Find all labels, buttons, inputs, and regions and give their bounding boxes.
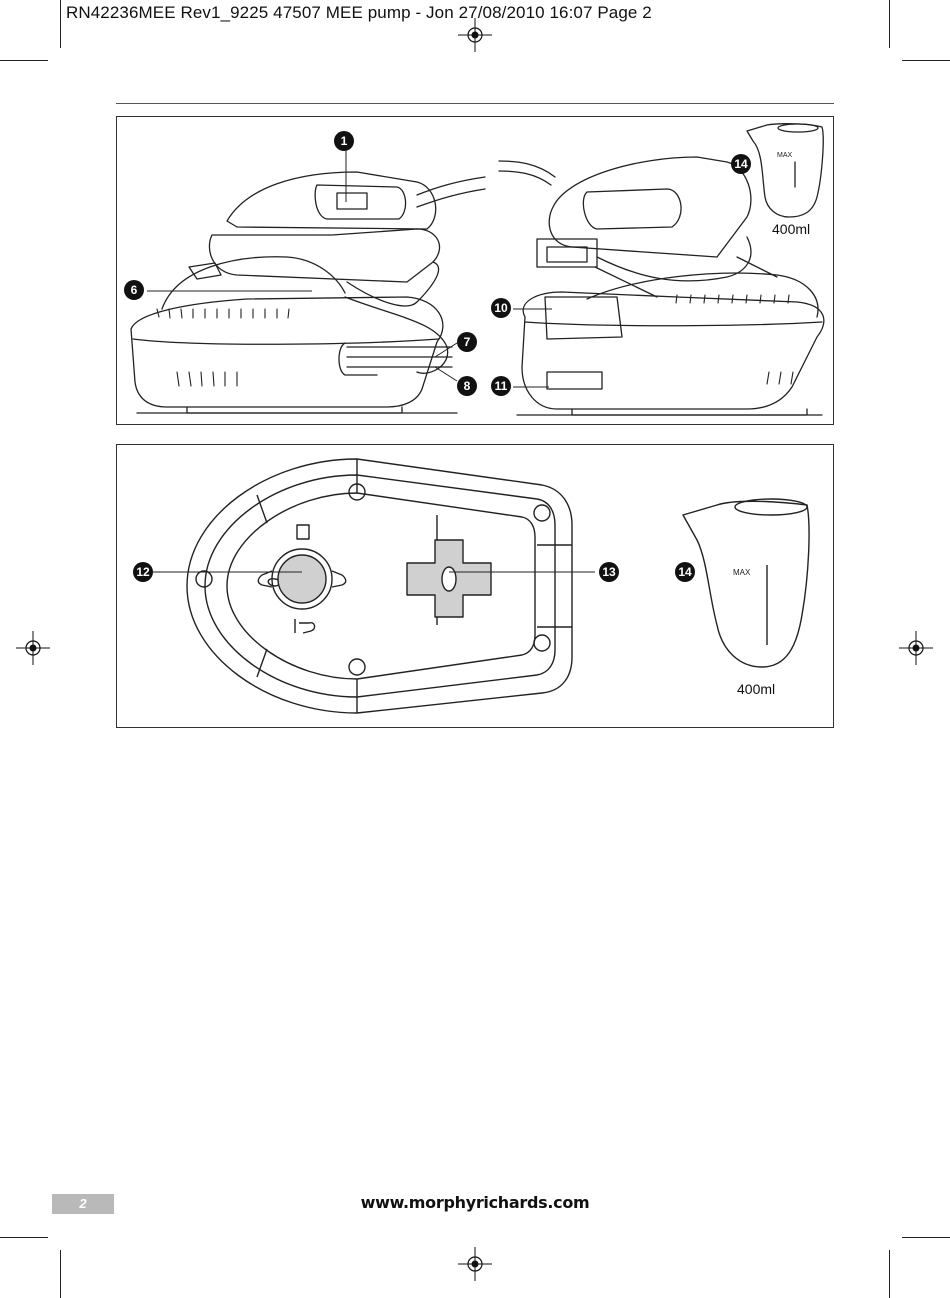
registration-mark-icon [458,1247,492,1281]
callout-10: 10 [491,298,511,318]
callout-6: 6 [124,280,144,300]
callout-13: 13 [599,562,619,582]
callout-1: 1 [334,131,354,151]
crop-mark [0,1237,48,1238]
crop-mark [60,0,61,48]
crop-mark [60,1250,61,1298]
crop-mark [902,60,950,61]
registration-mark-icon [458,18,492,52]
callout-14: 14 [675,562,695,582]
website-url: www.morphyrichards.com [360,1193,590,1212]
base-underside-illustration: MAX [153,458,810,714]
crop-mark [0,60,48,61]
steam-generator-illustration: MAX [130,123,825,416]
crop-mark [889,1250,890,1298]
crop-mark [902,1237,950,1238]
page-number: 2 [52,1194,114,1214]
jug-capacity-label: 400ml [772,221,811,237]
registration-mark-icon [899,631,933,665]
header-rule [116,103,834,104]
callout-7: 7 [457,332,477,352]
jug-max-mark: MAX [777,152,793,159]
crop-mark [889,0,890,48]
callout-14: 14 [731,154,751,174]
figure-panel-bottom: MAX 12 13 14 400ml [116,444,834,728]
jug-max-mark: MAX [733,568,751,577]
callout-12: 12 [133,562,153,582]
callout-8: 8 [457,376,477,396]
callout-11: 11 [491,376,511,396]
figure-panel-top: MAX 1 6 7 8 10 11 14 400ml [116,116,834,425]
jug-capacity-label: 400ml [737,681,776,697]
print-slug: RN42236MEE Rev1_9225 47507 MEE pump - Jo… [66,3,652,22]
registration-mark-icon [16,631,50,665]
